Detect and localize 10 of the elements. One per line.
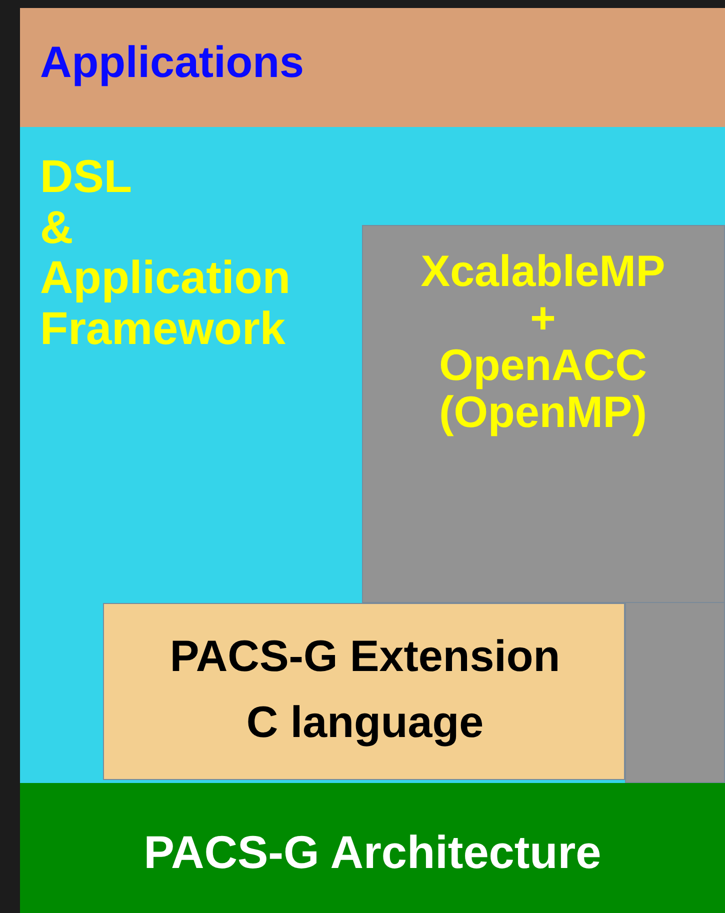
layer-label: XcalableMP + OpenACC (OpenMP)	[420, 248, 666, 436]
base-band	[20, 783, 725, 913]
layer-label: Applications	[40, 38, 306, 88]
layer-box	[103, 603, 625, 780]
layer-box	[362, 225, 725, 603]
layer-label: DSL & Application Framework	[40, 151, 292, 354]
header-band	[20, 8, 725, 127]
layer-label: PACS-G Architecture	[142, 827, 602, 879]
layer-panel	[20, 127, 725, 783]
layer-label: PACS-G Extension C language	[168, 631, 562, 749]
